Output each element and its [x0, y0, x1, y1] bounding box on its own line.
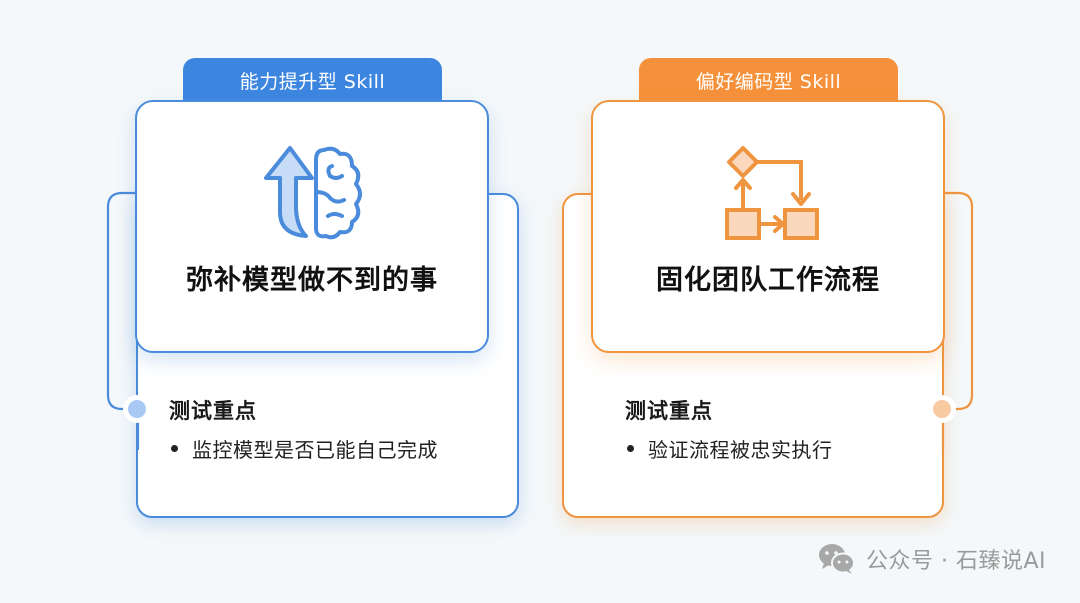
- flowchart-icon: [703, 142, 833, 242]
- bullet-icon: [171, 445, 178, 452]
- preference-focus-heading: 测试重点: [625, 399, 713, 423]
- preference-focus-item-text: 验证流程被忠实执行: [648, 438, 833, 462]
- preference-connector-line: [941, 191, 974, 450]
- capability-skill-tab-label: 能力提升型 Skill: [239, 70, 386, 93]
- capability-focus-heading: 测试重点: [169, 399, 257, 423]
- preference-connector-dot: [933, 400, 951, 418]
- capability-skill-title: 弥补模型做不到的事: [186, 265, 438, 296]
- watermark: 公众号 · 石臻说AI: [818, 543, 1046, 575]
- capability-focus-item-text: 监控模型是否已能自己完成: [192, 438, 438, 462]
- arrow-up-brain-icon: [247, 142, 377, 242]
- preference-skill-main-card: 固化团队工作流程: [591, 100, 945, 353]
- capability-connector-line: [106, 191, 140, 450]
- wechat-icon: [818, 544, 855, 574]
- preference-skill-title: 固化团队工作流程: [656, 265, 880, 296]
- watermark-text: 公众号 · 石臻说AI: [865, 549, 1046, 574]
- preference-focus-item: 验证流程被忠实执行: [627, 434, 833, 463]
- preference-skill-tab: 偏好编码型 Skill: [639, 58, 898, 102]
- bullet-icon: [627, 445, 634, 452]
- capability-focus-item: 监控模型是否已能自己完成: [171, 434, 438, 463]
- capability-connector-dot: [128, 400, 146, 418]
- capability-skill-tab: 能力提升型 Skill: [183, 58, 442, 102]
- preference-skill-tab-label: 偏好编码型 Skill: [695, 70, 842, 93]
- capability-skill-main-card: 弥补模型做不到的事: [135, 100, 489, 353]
